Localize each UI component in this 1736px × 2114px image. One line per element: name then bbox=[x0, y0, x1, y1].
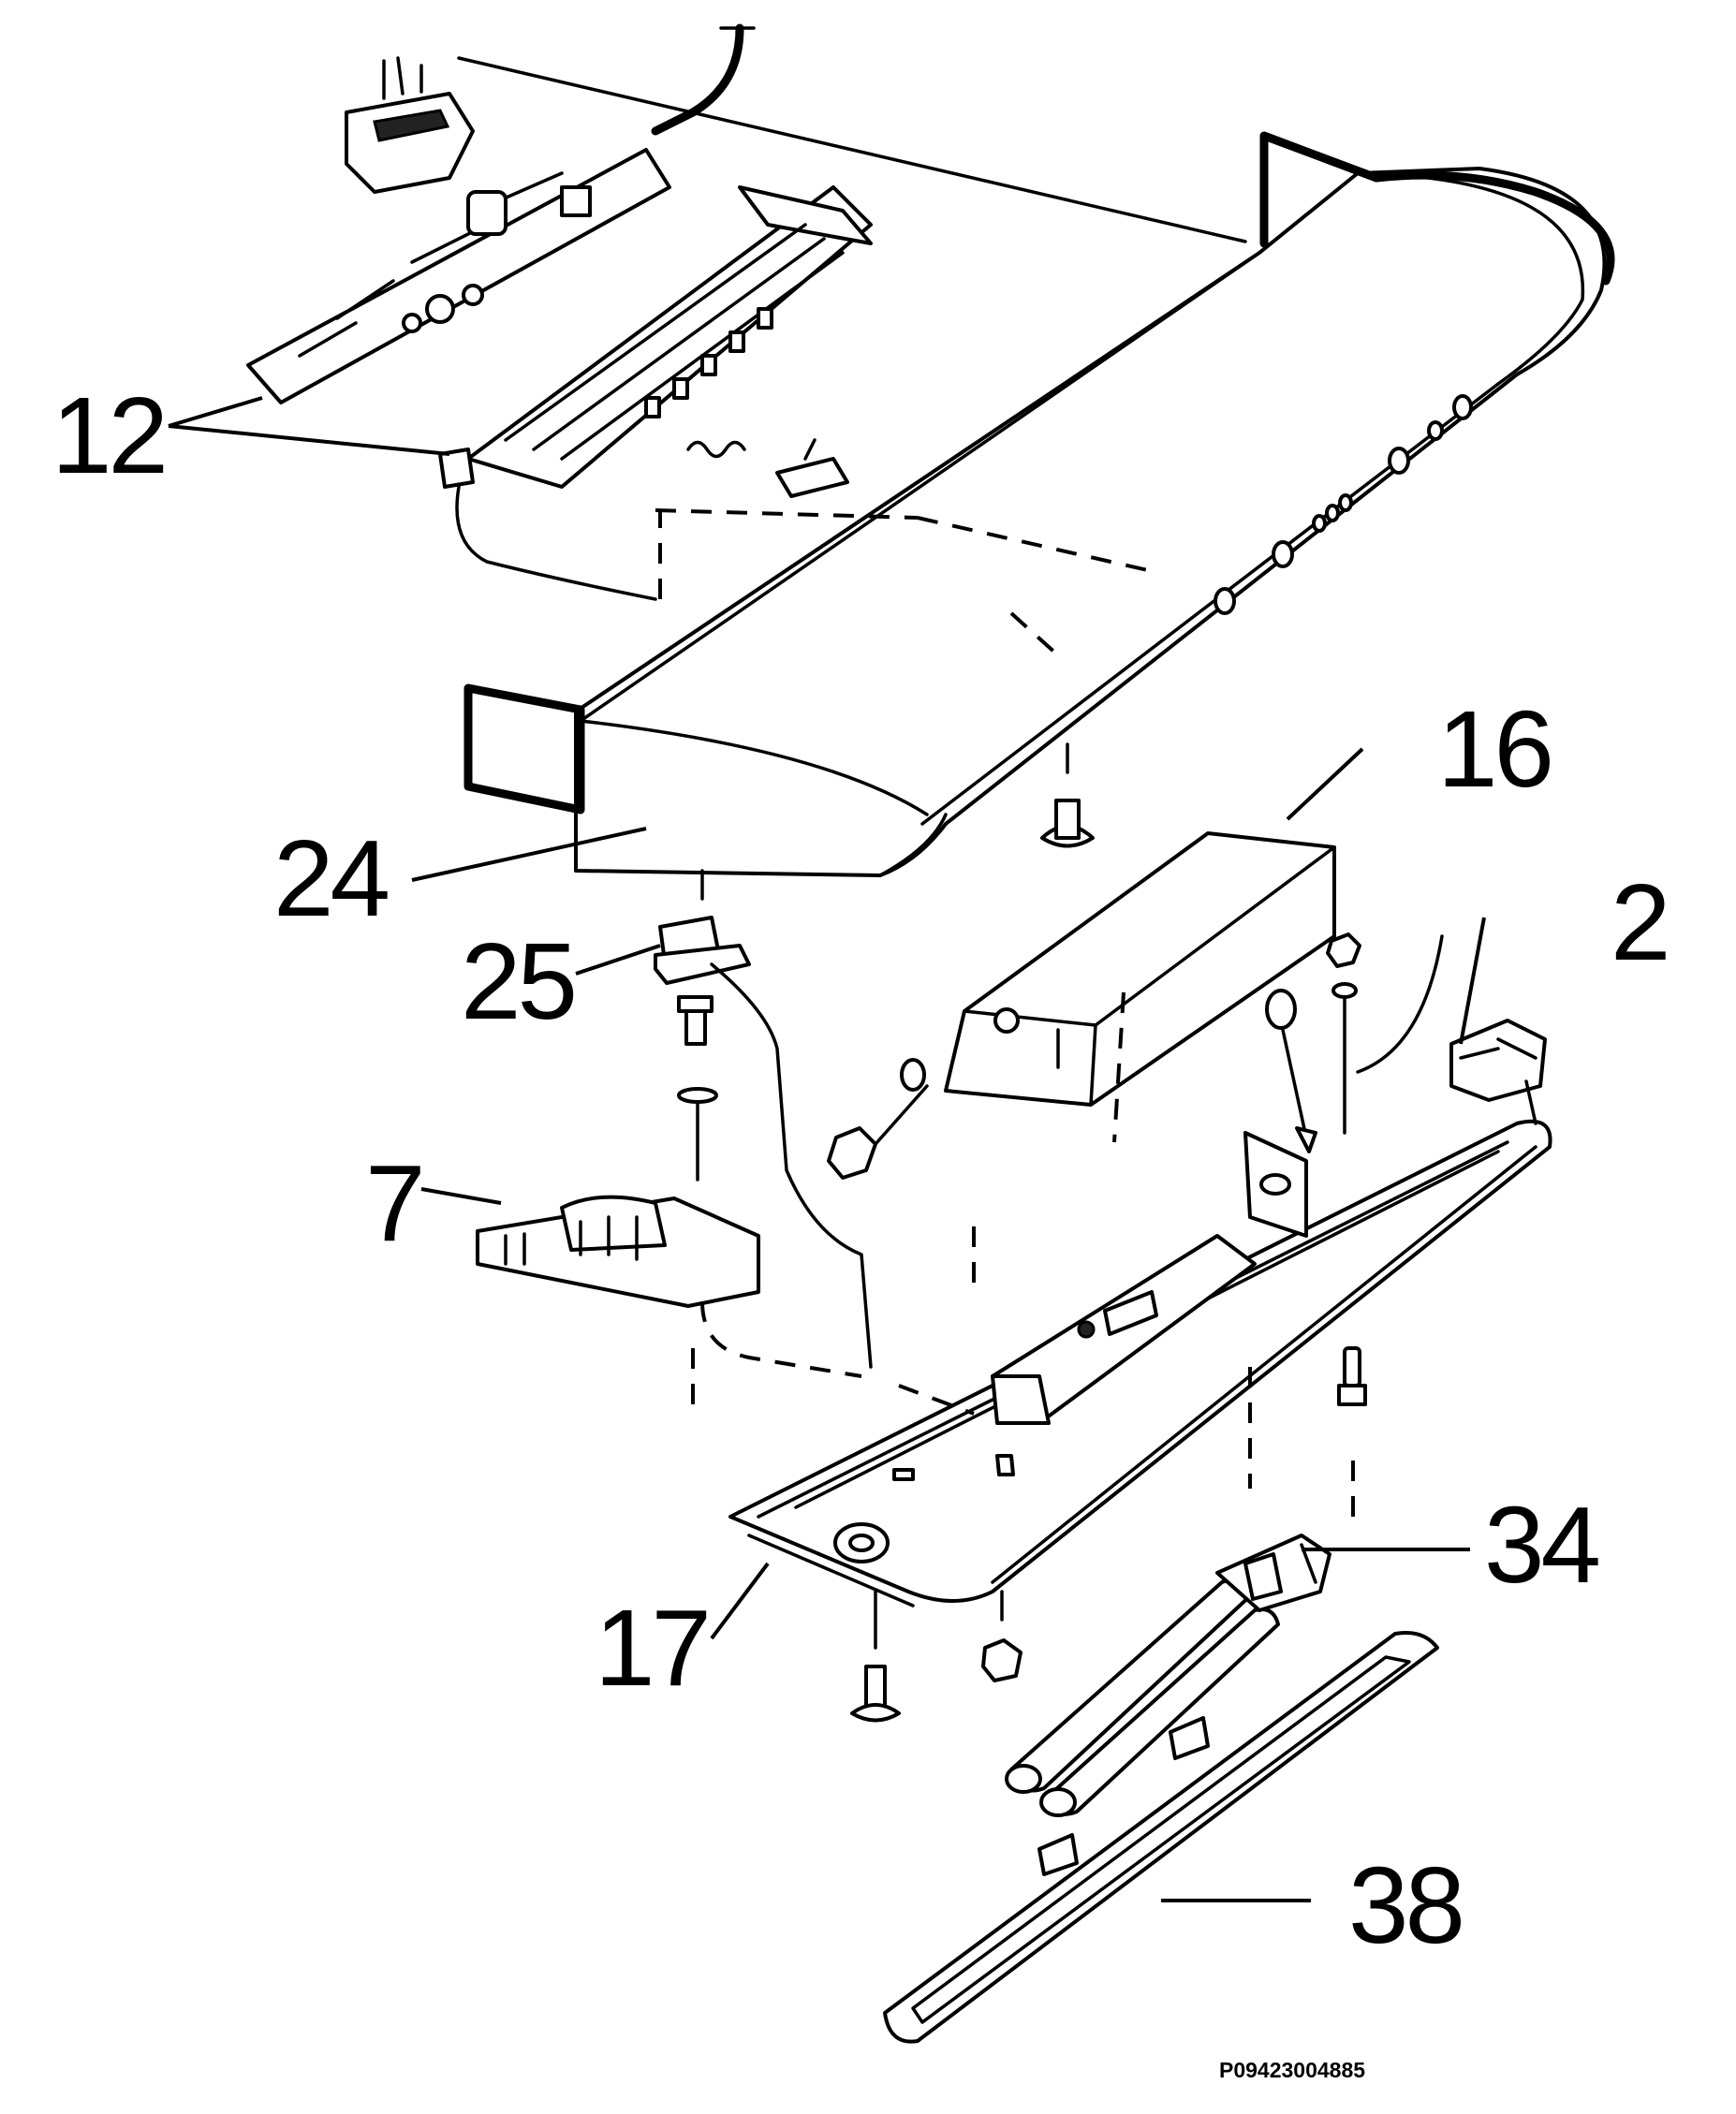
callout-17: 17 bbox=[595, 1587, 708, 1709]
callout-34: 34 bbox=[1484, 1484, 1599, 1606]
callout-16: 16 bbox=[1437, 688, 1551, 810]
capacitor-box bbox=[827, 831, 1336, 1180]
callout-2: 2 bbox=[1611, 861, 1668, 983]
lamp-socket bbox=[1265, 932, 1547, 1153]
bottom-fasteners bbox=[850, 1346, 1367, 1723]
screw-top bbox=[1040, 742, 1095, 848]
vent-holes bbox=[1214, 394, 1473, 615]
callout-38: 38 bbox=[1348, 1844, 1462, 1966]
hood-housing bbox=[457, 56, 1615, 877]
callout-12: 12 bbox=[51, 374, 165, 496]
switch-buttons bbox=[644, 307, 773, 418]
lamp-tray bbox=[691, 1119, 1552, 1608]
callout-25: 25 bbox=[461, 920, 574, 1042]
fluorescent-tube bbox=[1005, 1534, 1331, 1817]
lamp-cover bbox=[883, 1631, 1439, 2044]
control-module-assembly bbox=[246, 23, 873, 601]
relay-block bbox=[654, 869, 873, 1369]
callout-24: 24 bbox=[273, 817, 389, 939]
leader-lines bbox=[168, 396, 1486, 1902]
callout-7: 7 bbox=[365, 1142, 422, 1264]
callout-labels: 12 16 2 24 25 7 17 34 38 P09423004885 bbox=[51, 374, 1671, 2082]
reference-code: P09423004885 bbox=[1219, 2058, 1365, 2082]
lamp-clip bbox=[476, 995, 975, 1416]
